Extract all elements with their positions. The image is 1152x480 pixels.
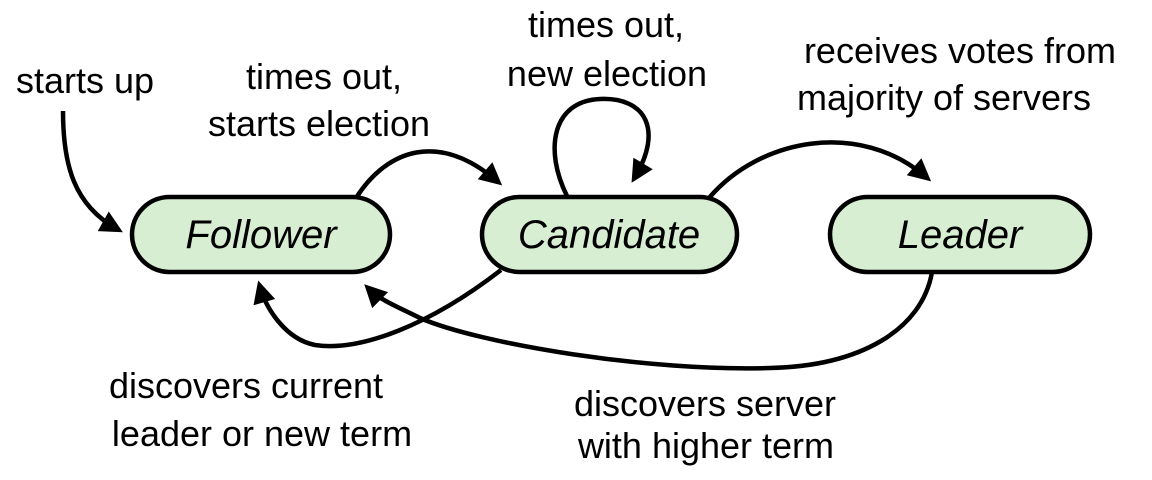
label-line: receives votes from bbox=[804, 30, 1116, 71]
state-follower-label: Follower bbox=[185, 213, 338, 257]
arrow-candidate-to-follower bbox=[253, 268, 503, 349]
state-candidate-shape bbox=[479, 194, 740, 275]
label-times-out-starts-election: times out, starts election bbox=[208, 56, 430, 144]
state-leader: Leader bbox=[827, 194, 1093, 275]
label-line: times out, bbox=[528, 4, 684, 45]
label-line: new election bbox=[507, 53, 707, 94]
state-leader-shape bbox=[827, 194, 1093, 275]
label-line: discovers current bbox=[109, 365, 383, 406]
label-line: starts election bbox=[208, 103, 430, 144]
label-line: with higher term bbox=[577, 425, 834, 466]
label-starts-up: starts up bbox=[16, 60, 154, 101]
label-times-out-new-election: times out, new election bbox=[507, 4, 707, 94]
label-line: leader or new term bbox=[112, 413, 412, 454]
state-candidate: Candidate bbox=[479, 194, 740, 275]
arrow-starts-up bbox=[60, 110, 123, 233]
label-line: times out, bbox=[246, 56, 402, 97]
label-line: majority of servers bbox=[797, 77, 1091, 118]
state-leader-label: Leader bbox=[898, 213, 1024, 257]
arrow-candidate-self-loop bbox=[552, 96, 653, 198]
label-receives-votes: receives votes from majority of servers bbox=[797, 30, 1116, 118]
state-candidate-label: Candidate bbox=[518, 213, 700, 257]
state-follower-shape bbox=[129, 194, 393, 275]
label-discovers-current-leader: discovers current leader or new term bbox=[109, 365, 412, 454]
label-discovers-higher-term: discovers server with higher term bbox=[574, 383, 836, 466]
state-follower: Follower bbox=[129, 194, 393, 275]
arrow-follower-to-candidate bbox=[354, 149, 503, 200]
arrow-candidate-to-leader bbox=[707, 140, 932, 200]
arrow-leader-to-follower bbox=[364, 271, 935, 371]
label-line: discovers server bbox=[574, 383, 836, 424]
